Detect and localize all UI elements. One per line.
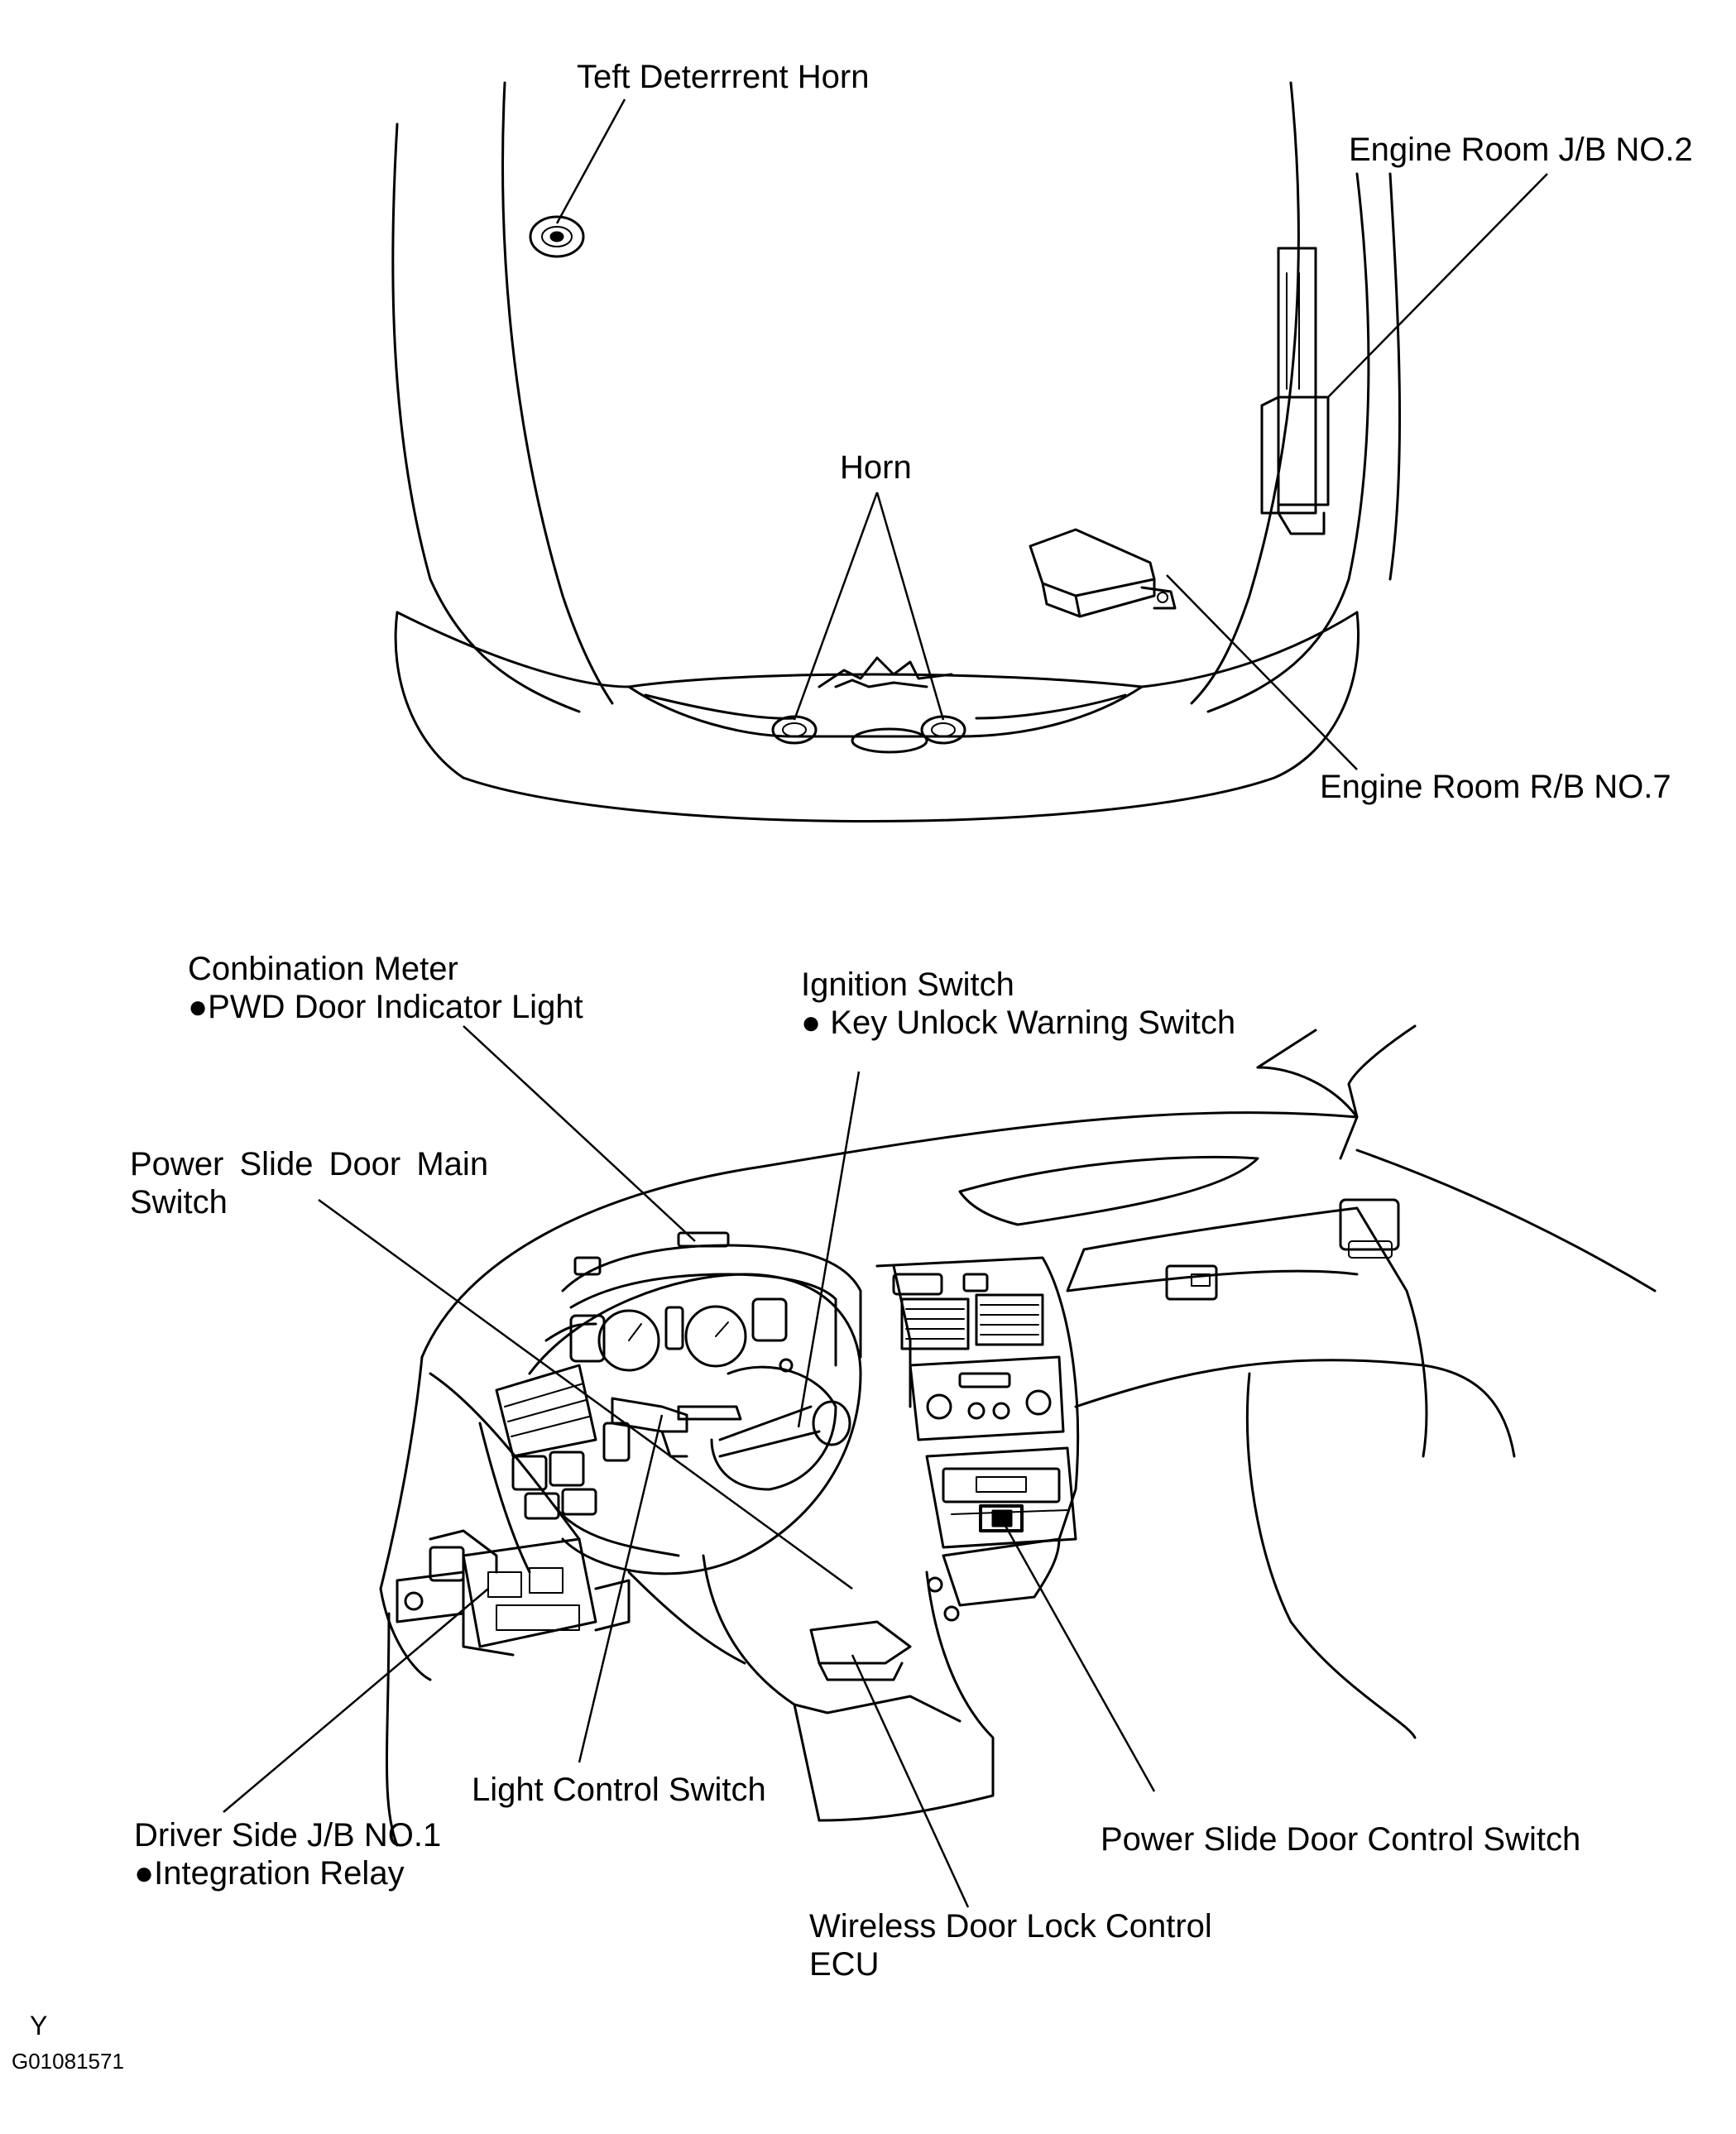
wireless-ecu-line2: ECU (809, 1946, 880, 1983)
label-combination-meter: Conbination Meter ●PWD Door Indicator Li… (188, 950, 583, 1026)
leader-engine-jb2 (1327, 173, 1548, 398)
combination-meter-sub: ●PWD Door Indicator Light (188, 989, 583, 1025)
driver-jb1-title: Driver Side J/B NO.1 (134, 1817, 442, 1853)
label-theft-deterrent-horn: Teft Deterrrent Horn (577, 59, 870, 95)
dashboard-drawing (379, 1024, 1657, 1847)
driver-jb1-sub: ●Integration Relay (134, 1855, 405, 1892)
leader-ignition-switch (797, 1071, 861, 1428)
engine-compartment-drawing (391, 81, 1402, 822)
leader-engine-rb7 (1166, 574, 1358, 770)
leader-theft-horn (555, 98, 626, 224)
label-power-slide-door-control-switch: Power Slide Door Control Switch (1101, 1821, 1581, 1858)
psd-main-switch-line2: Switch (130, 1184, 228, 1220)
psd-main-switch-line1: Power Slide Door Main (130, 1146, 489, 1182)
label-horn: Horn (840, 449, 912, 486)
ignition-switch-title: Ignition Switch (801, 966, 1014, 1003)
leader-horn-right (875, 492, 945, 721)
leader-combination-meter (463, 1025, 696, 1242)
leader-wireless-ecu (851, 1654, 970, 1908)
leader-light-control-switch (578, 1414, 664, 1763)
leader-psd-main-switch (318, 1198, 853, 1590)
combination-meter-title: Conbination Meter (188, 951, 458, 987)
footer-letter: Y (30, 2011, 48, 2040)
label-power-slide-door-main-switch: Power Slide Door Main Switch (130, 1145, 488, 1221)
label-ignition-switch: Ignition Switch ● Key Unlock Warning Swi… (801, 966, 1235, 1042)
label-engine-room-jb-no2: Engine Room J/B NO.2 (1349, 132, 1693, 168)
wireless-ecu-line1: Wireless Door Lock Control (809, 1908, 1212, 1945)
label-driver-side-jb-no1: Driver Side J/B NO.1 ●Integration Relay (134, 1816, 441, 1892)
label-engine-room-rb-no7: Engine Room R/B NO.7 (1320, 769, 1671, 805)
leader-horn-left (793, 492, 879, 721)
leader-psd-control-switch (1000, 1518, 1156, 1792)
leader-driver-jb1 (223, 1588, 489, 1813)
label-wireless-door-lock-control-ecu: Wireless Door Lock Control ECU (809, 1907, 1212, 1983)
ignition-switch-sub: ● Key Unlock Warning Switch (801, 1005, 1236, 1041)
figure-code: G01081571 (12, 2049, 124, 2074)
label-light-control-switch: Light Control Switch (472, 1772, 766, 1808)
